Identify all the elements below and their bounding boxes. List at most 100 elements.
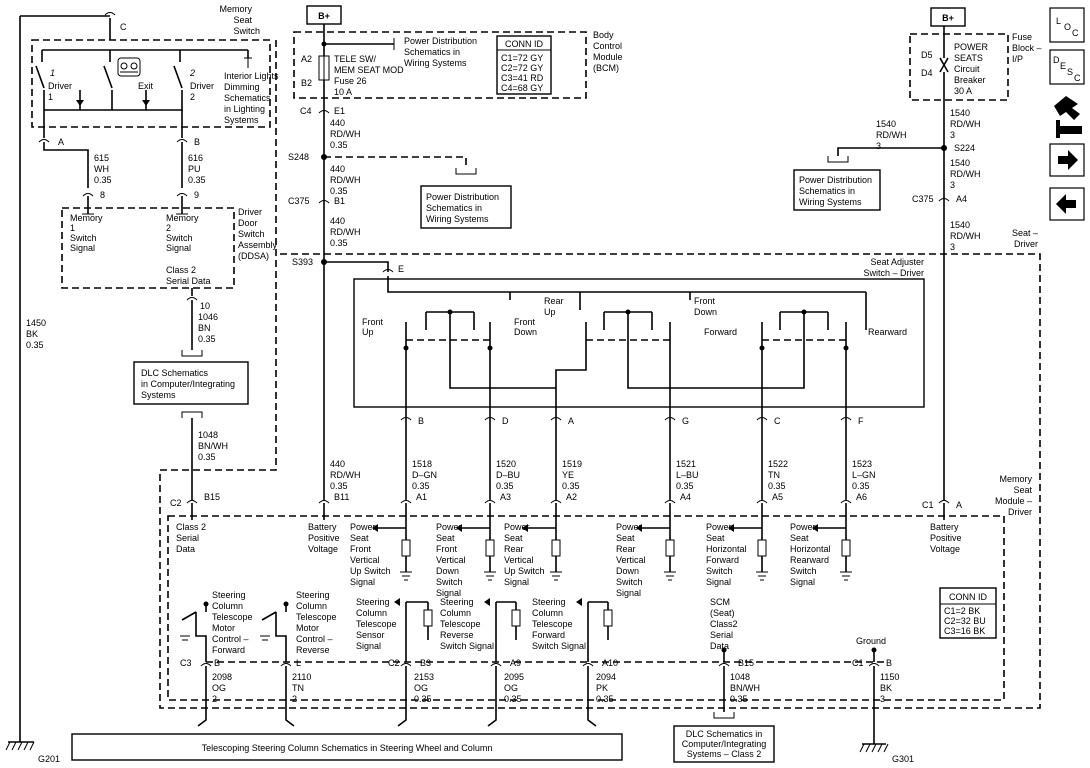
bcm-pd-l3: Wiring Systems <box>404 58 467 68</box>
pd-right-box[interactable] <box>793 169 881 211</box>
w2095-l1: 2095 <box>504 672 524 682</box>
w440b-l1: 440 <box>330 164 345 174</box>
loc-button-frame[interactable] <box>1049 7 1085 43</box>
input-circuit-a1 <box>372 503 412 581</box>
sig4-l3: Rear <box>616 544 636 554</box>
pin-a-conn <box>550 417 562 421</box>
st1-l4: Motor <box>212 623 235 633</box>
w1521-l2: L–BU <box>676 470 699 480</box>
ddsa-label-l2: Door <box>238 218 258 228</box>
memory-seat-module-outline <box>167 515 1005 701</box>
pin-c-conn <box>756 417 768 421</box>
mod-a3-label: A3 <box>500 492 511 502</box>
l-label: L <box>296 658 301 668</box>
w2153-l2: OG <box>414 683 428 693</box>
steering-labels: Steering Column Telescope Motor Control … <box>212 590 886 655</box>
w1521-l1: 1521 <box>676 459 696 469</box>
conn-c-symbol <box>104 12 116 16</box>
bcm-conn-c4: C4=68 GY <box>501 83 543 93</box>
interior-lights-tap <box>244 57 252 68</box>
sig6-l1: Power <box>790 522 816 532</box>
dlc-left-box[interactable] <box>133 361 249 405</box>
mod-bat-right-l1: Battery <box>930 522 959 532</box>
prev-button[interactable] <box>1049 187 1085 221</box>
conn-a1 <box>400 500 412 504</box>
dot-d <box>487 345 493 351</box>
fuse-block-label-l3: I/P <box>1012 54 1023 64</box>
ddsa-mem2-l2: 2 <box>166 223 171 233</box>
w1540c-l3: 3 <box>950 180 955 190</box>
desc-button-frame[interactable] <box>1049 49 1085 85</box>
ddsa-module: Memory 1 Switch Signal Memory 2 Switch S… <box>61 207 278 289</box>
pd-right-l1: Power Distribution <box>799 175 872 185</box>
w1150-l2: BK <box>880 683 892 693</box>
switch-number-1: 1 <box>50 68 55 78</box>
wire-2153 <box>397 666 407 727</box>
ddsa-class2-l2: Serial Data <box>166 276 211 286</box>
telescoping-schematics-label: Telescoping Steering Column Schematics i… <box>202 743 493 753</box>
wire-1450 <box>19 15 110 738</box>
sig2-l6: Switch <box>436 577 463 587</box>
dlc-left-out-tap <box>181 411 203 418</box>
ddsa-label-l4: Assembly <box>238 240 278 250</box>
st5-l5: Switch Signal <box>532 641 586 651</box>
wire-1450-l1: 1450 <box>26 318 46 328</box>
st-rev-switch-arrow <box>484 598 490 606</box>
pin-e-label: E <box>398 264 404 274</box>
s224-tap <box>837 147 944 156</box>
input-circuit-a5 <box>728 503 768 581</box>
ddsa-mem1-l2: 1 <box>70 223 75 233</box>
module-conn-id-box <box>939 587 997 639</box>
sig1-l3: Front <box>350 544 372 554</box>
horizontal-link <box>670 312 805 389</box>
desc-button[interactable]: D E S C <box>1049 49 1085 85</box>
st3-l4: Sensor <box>356 630 385 640</box>
w440b-l3: 0.35 <box>330 186 348 196</box>
module-label-l2: Seat <box>1013 485 1032 495</box>
mod-bat-right-l3: Voltage <box>930 544 960 554</box>
bcm-conn-id-box <box>496 35 552 95</box>
st-sensor-resistor <box>423 609 433 627</box>
adj-pin-f: F <box>858 416 864 426</box>
memory-seat-switch-outline <box>31 39 271 128</box>
wire-1450-l3: 0.35 <box>26 340 44 350</box>
st3-l3: Telescope <box>356 619 397 629</box>
pin-b-conn <box>400 417 412 421</box>
w2153-l3: 0.35 <box>414 694 432 704</box>
arrow-left-icon <box>1056 194 1076 214</box>
seat-adjuster-switch-box <box>353 278 925 408</box>
dlc-left-tap <box>181 350 203 357</box>
mod-a6-label: A6 <box>856 492 867 502</box>
fuse-text-l4: Breaker <box>954 75 986 85</box>
ground-g301-icon <box>859 740 889 753</box>
dlc-bottom-box[interactable] <box>673 725 775 763</box>
dlc-bottom-tap <box>713 712 735 719</box>
dot-b <box>403 345 409 351</box>
memory-seat-switch: Memory Seat Switch C 1 2 Driver 1 Exit D… <box>31 4 279 147</box>
telescoping-schematics-box[interactable] <box>71 733 623 761</box>
wire-1048-left-l1: 1048 <box>198 430 218 440</box>
driver2-label-2: 2 <box>190 92 195 102</box>
c2-bottom-label: C2 <box>388 658 400 668</box>
mod-class2-l3: Data <box>176 544 195 554</box>
sig3-l5: Up Switch <box>504 566 545 576</box>
scm-serial-dot <box>721 647 727 653</box>
front-up-l2: Up <box>362 327 374 337</box>
input-circuit-a2 <box>522 503 562 581</box>
w1540a-l2: RD/WH <box>950 119 981 129</box>
loc-button[interactable]: L O C <box>1049 7 1085 43</box>
sig6-l3: Horizontal <box>790 544 831 554</box>
scm-l5: Data <box>710 641 729 651</box>
conn-b11 <box>318 500 330 504</box>
fuse-text-l1: POWER <box>954 42 989 52</box>
pd-center-box[interactable] <box>420 185 512 229</box>
loc-letter-c: C <box>1072 28 1079 38</box>
st-reverse-relay <box>275 604 287 662</box>
next-button[interactable] <box>1049 143 1085 177</box>
tools-icon[interactable] <box>1054 96 1082 138</box>
desc-letter-d: D <box>1053 55 1060 65</box>
interior-lights-2: Dimming <box>224 82 260 92</box>
bcm-a2-label: A2 <box>301 54 312 64</box>
sig3-l4: Vertical <box>504 555 534 565</box>
dlc-left-l3: Systems <box>141 390 176 400</box>
